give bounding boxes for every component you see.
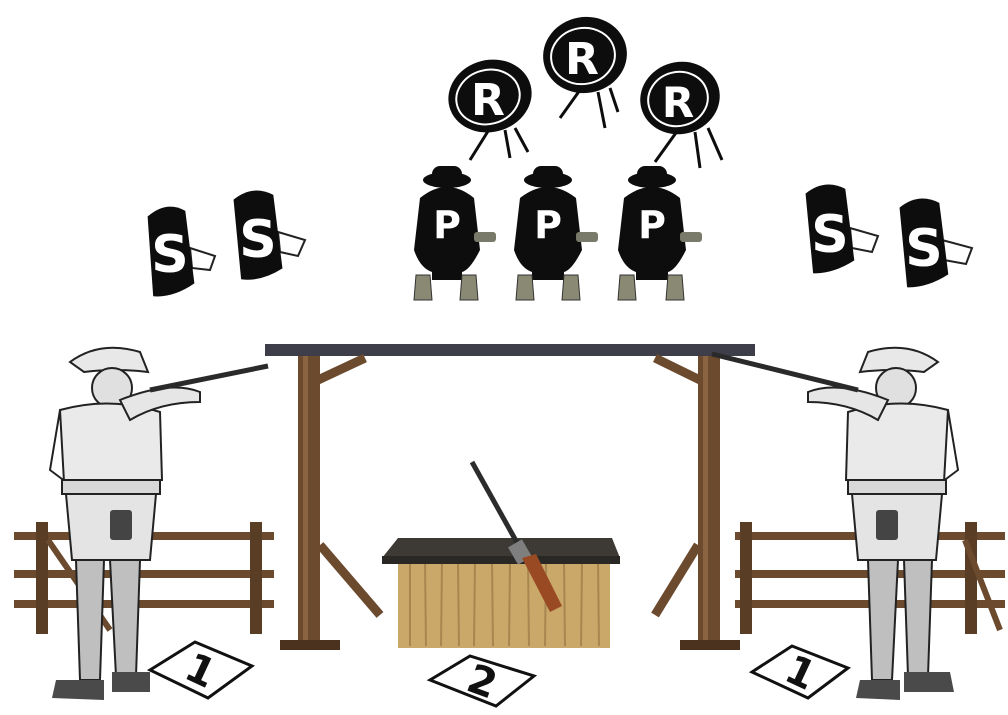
staging-table (382, 538, 620, 648)
pistol-target-label: P (638, 203, 666, 247)
rifle-target-label: R (565, 34, 599, 85)
rifle-target-label: R (662, 78, 694, 127)
rifle-target-center: R (537, 10, 633, 128)
shotgun-target-right-2: S (899, 197, 972, 288)
pistol-target-label: P (534, 203, 562, 247)
pistol-target-1: P (414, 166, 496, 300)
pistol-target-3: P (618, 166, 702, 300)
shotgun-target-left-1: S (147, 205, 215, 297)
rifle-target-left: R (440, 50, 540, 160)
shotgun-target-label: S (811, 205, 848, 265)
position-mat-center: 2 (430, 656, 534, 709)
rifle-target-label: R (471, 75, 505, 126)
shotgun-target-right-1: S (805, 183, 878, 274)
rifle-target-right: R (632, 53, 728, 168)
shotgun-target-label: S (905, 219, 942, 279)
shotgun-target-label: S (239, 210, 276, 270)
pistol-target-label: P (433, 203, 461, 247)
shooter-left (50, 348, 268, 700)
shotgun-target-label: S (151, 225, 188, 285)
position-mat-left: 1 (150, 642, 252, 698)
shotgun-target-left-2: S (233, 189, 305, 280)
pistol-target-2: P (514, 166, 598, 300)
position-mat-right: 1 (752, 646, 848, 700)
